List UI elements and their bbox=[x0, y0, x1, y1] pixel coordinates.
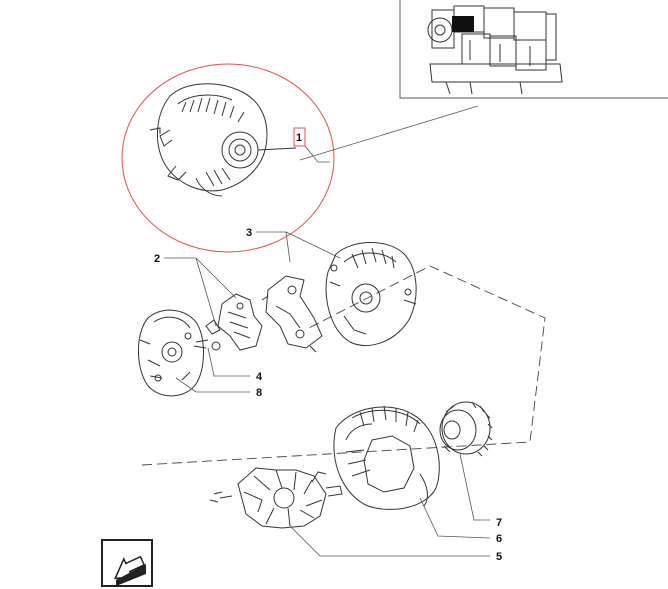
callout-7-label: 7 bbox=[496, 517, 502, 529]
callout-5[interactable]: 5 bbox=[289, 525, 502, 563]
end-shield-part[interactable] bbox=[325, 241, 417, 347]
callout-8-label: 8 bbox=[256, 387, 262, 399]
bracket-plate-part[interactable] bbox=[261, 275, 323, 353]
rectifier-part[interactable] bbox=[195, 293, 263, 351]
callout-1[interactable]: 1 bbox=[293, 127, 330, 163]
callout-2-label: 2 bbox=[154, 253, 160, 265]
slip-ring-housing-part[interactable] bbox=[138, 309, 207, 397]
assembly-highlight-circle bbox=[121, 63, 335, 253]
engine-locator-inset[interactable] bbox=[399, 0, 668, 99]
engine-silhouette bbox=[427, 5, 563, 95]
stator-housing-part[interactable] bbox=[333, 405, 440, 510]
callout-8[interactable]: 8 bbox=[175, 377, 262, 399]
callout-4-label: 4 bbox=[256, 371, 263, 383]
callout-1-label: 1 bbox=[296, 132, 302, 144]
callout-2[interactable]: 2 bbox=[154, 253, 237, 327]
pulley-part[interactable] bbox=[439, 401, 493, 457]
callout-6-label: 6 bbox=[496, 533, 502, 545]
leader-line-assembly bbox=[299, 105, 479, 161]
callout-3[interactable]: 3 bbox=[246, 227, 341, 263]
callout-6[interactable]: 6 bbox=[419, 497, 502, 545]
callout-4[interactable]: 4 bbox=[207, 347, 263, 383]
callout-3-label: 3 bbox=[246, 227, 252, 239]
alternator-assembly[interactable] bbox=[149, 83, 297, 197]
back-arrow-icon[interactable] bbox=[101, 539, 153, 587]
rotor-part[interactable] bbox=[209, 467, 343, 529]
engine-highlight-marker bbox=[452, 16, 474, 32]
callout-5-label: 5 bbox=[496, 551, 502, 563]
callout-7[interactable]: 7 bbox=[459, 453, 502, 529]
assembly-guide-dashed bbox=[141, 265, 546, 466]
